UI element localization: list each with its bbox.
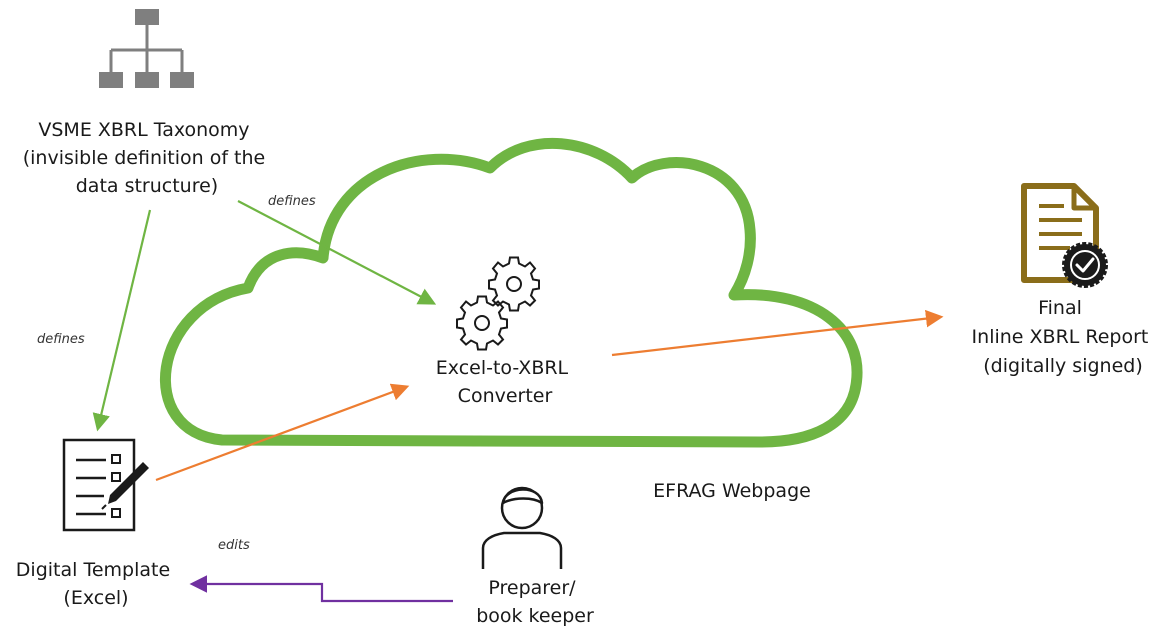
report-label: Final Inline XBRL Report (digitally sign…: [972, 297, 1155, 377]
gears-icon: [456, 256, 540, 351]
efrag-cloud-shape: [159, 137, 863, 448]
preparer-to-template-label: edits: [218, 538, 250, 553]
preparer-to-template-arrow: [189, 575, 453, 603]
cloud-label: EFRAG Webpage: [653, 480, 811, 502]
taxonomy-to-converter-label: defines: [268, 194, 316, 209]
taxonomy-label: VSME XBRL Taxonomy (invisible definition…: [23, 119, 272, 197]
template-to-converter-arrow: [155, 383, 410, 482]
signed-document-icon: [1021, 183, 1108, 288]
preparer-label: Preparer/ book keeper: [476, 577, 594, 627]
seal-check-icon: [1062, 242, 1108, 288]
checklist-pen-icon: [62, 438, 149, 532]
template-label: Digital Template (Excel): [16, 559, 176, 609]
converter-to-report-arrow: [611, 309, 944, 357]
taxonomy-to-converter-arrow: [237, 200, 437, 305]
converter-label: Excel-to-XBRL Converter: [436, 357, 574, 407]
taxonomy-to-template-arrow: [92, 209, 152, 432]
pen-icon: [101, 462, 149, 510]
taxonomy-to-template-label: defines: [37, 332, 85, 347]
person-icon: [481, 486, 563, 569]
hierarchy-icon: [99, 9, 194, 88]
